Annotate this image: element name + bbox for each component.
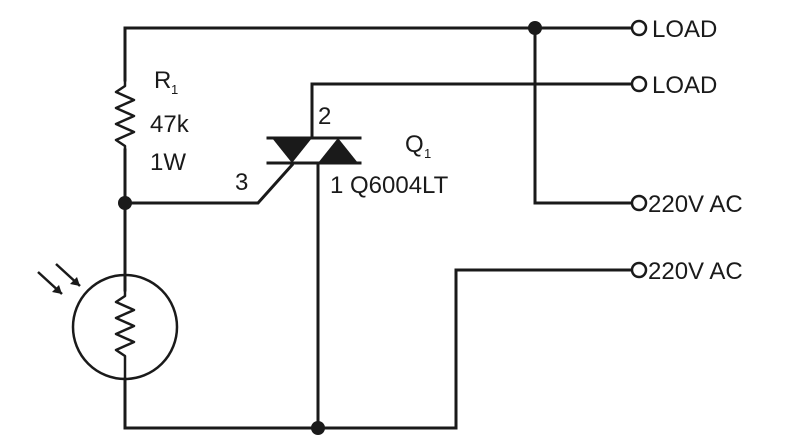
junction-gate-node: [118, 196, 132, 210]
label-r1-ref-sub: 1: [171, 82, 178, 97]
label-ac-2: 220V AC: [648, 258, 743, 285]
label-pin-mt2: 2: [318, 103, 331, 130]
wire-bottom-rail: [316, 268, 635, 430]
label-q1-ref-sub: 1: [424, 146, 431, 161]
ldr-resistor-symbol: [114, 275, 136, 379]
junction-top-right: [528, 21, 542, 35]
label-r1-power: 1W: [150, 149, 186, 176]
terminal-ac-2: [630, 261, 648, 279]
wire-gate: [123, 162, 295, 205]
triac-q1-symbol: [266, 136, 362, 165]
light-arrows-icon: [37, 263, 81, 295]
label-pin-mt1: 1: [330, 172, 343, 199]
label-r1-value: 47k: [150, 111, 190, 138]
resistor-r1-symbol: [114, 80, 136, 150]
label-q1-ref: Q: [405, 131, 424, 158]
wire-mt2-to-load: [310, 82, 635, 140]
terminal-load-2: [630, 75, 648, 93]
label-pin-gate: 3: [235, 169, 248, 196]
junction-bottom: [311, 421, 325, 435]
label-q1-part: Q6004LT: [350, 172, 449, 199]
label-load-2: LOAD: [652, 72, 717, 99]
label-load-1: LOAD: [652, 16, 717, 43]
terminal-ac-1: [630, 194, 648, 212]
wire-ldr-bottom: [123, 377, 320, 430]
label-ac-1: 220V AC: [648, 191, 743, 218]
label-r1-ref: R: [154, 67, 171, 94]
wire-ac-feed: [533, 26, 635, 205]
terminal-load-1: [630, 19, 648, 37]
